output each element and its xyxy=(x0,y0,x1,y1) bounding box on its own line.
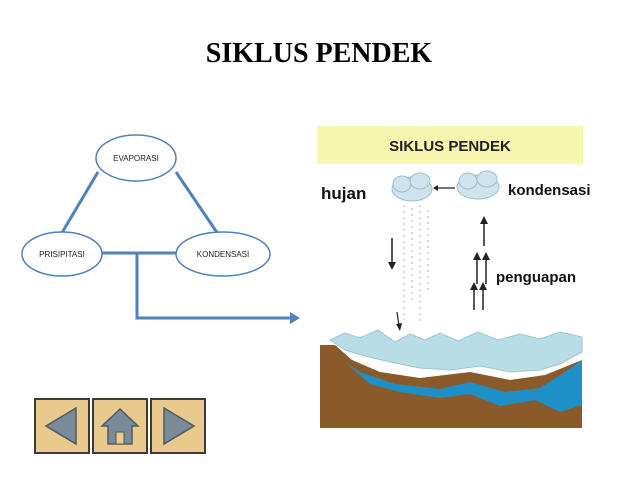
label-kondensasi: kondensasi xyxy=(508,182,591,199)
cloud-left-icon xyxy=(391,172,433,202)
cloud-right-icon xyxy=(456,170,500,200)
arrow-down-icon xyxy=(388,238,396,270)
node-label-prisipitasi: PRISIPITASI xyxy=(39,250,85,259)
water-body xyxy=(345,360,582,412)
node-label-evaporasi: EVAPORASI xyxy=(113,154,159,163)
node-evaporasi: EVAPORASI xyxy=(95,134,177,182)
connector-evaporasi-prisipitasi xyxy=(58,171,100,237)
cycle-connectors xyxy=(58,171,300,324)
node-label-kondensasi: KONDENSASI xyxy=(197,250,249,259)
water-cycle-illustration: SIKLUS PENDEK hujan kondensasi penguapan xyxy=(317,126,591,428)
navigation-bar xyxy=(34,398,214,454)
ice-layer xyxy=(328,329,583,373)
illustration-title: SIKLUS PENDEK xyxy=(389,138,511,155)
home-icon xyxy=(100,407,140,445)
rain-drops xyxy=(403,205,429,325)
illustration-banner xyxy=(317,126,583,164)
arrow-left-small-icon xyxy=(433,185,455,191)
arrow-right-icon xyxy=(163,406,196,446)
home-button[interactable] xyxy=(92,398,148,454)
arrow-head-icon xyxy=(290,312,300,324)
arrow-left-icon xyxy=(44,406,77,446)
node-prisipitasi: PRISIPITASI xyxy=(21,231,103,277)
arrow-down-small-icon xyxy=(396,311,402,331)
connector-evaporasi-kondensasi xyxy=(174,171,220,235)
label-penguapan: penguapan xyxy=(496,269,576,286)
label-hujan: hujan xyxy=(321,184,366,203)
node-kondensasi: KONDENSASI xyxy=(175,231,271,277)
next-button[interactable] xyxy=(150,398,206,454)
arrow-up-icon xyxy=(470,216,490,310)
connector-to-illustration xyxy=(135,253,290,320)
previous-button[interactable] xyxy=(34,398,90,454)
page-title: SIKLUS PENDEK xyxy=(205,38,433,69)
